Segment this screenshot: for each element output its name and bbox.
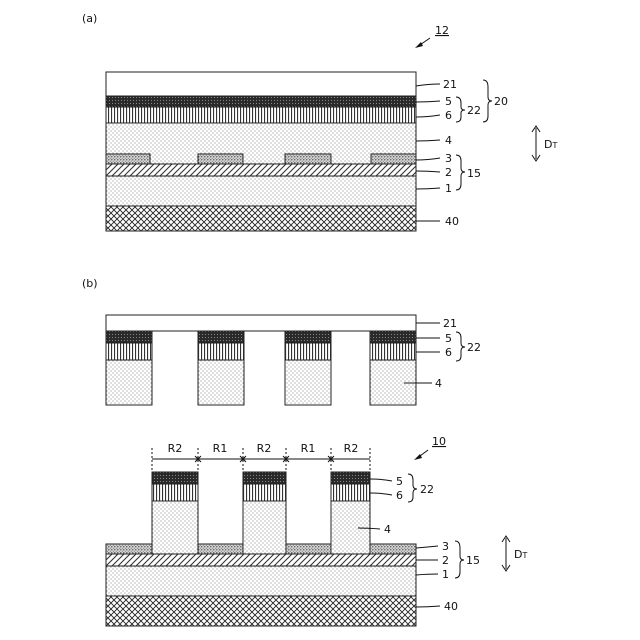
leader-6-a: [416, 115, 440, 117]
region-label-3: R2: [257, 442, 272, 455]
figure-b-top: (b) 21 5 6 4 22: [82, 277, 481, 405]
leader-40-c: [416, 606, 440, 607]
pillar-1-bottom: [152, 472, 198, 554]
pillar-2-top: [198, 331, 244, 405]
label-4-b: 4: [435, 377, 442, 390]
brace-15-a: [456, 155, 465, 190]
layer-2: [106, 164, 416, 176]
label-3-c: 3: [442, 540, 449, 553]
brace-15-c: [455, 541, 464, 578]
label-15-a: 15: [467, 167, 481, 180]
layer-6: [106, 107, 416, 123]
leader-5-a: [416, 101, 440, 102]
label-21-b: 21: [443, 317, 457, 330]
label-5-a: 5: [445, 95, 452, 108]
figure-b-bottom: 10 R2 R1 R2 R1 R2: [106, 435, 527, 626]
layer-3-segment-4: [371, 154, 416, 164]
layer-40: [106, 206, 416, 231]
dimension-main-b: D: [514, 548, 522, 561]
label-1-c: 1: [442, 568, 449, 581]
label-22-b: 22: [467, 341, 481, 354]
label-2-c: 2: [442, 554, 449, 567]
leader-1-a: [416, 188, 440, 189]
leader-6-c: [370, 493, 392, 495]
layer-3-segment-2: [198, 154, 243, 164]
region-label-1: R2: [168, 442, 183, 455]
label-5-b: 5: [445, 332, 452, 345]
layer-1: [106, 176, 416, 206]
leader-3-a: [416, 158, 440, 160]
label-6-a: 6: [445, 109, 452, 122]
label-1-a: 1: [445, 182, 452, 195]
panel-label-a: (a): [82, 12, 97, 25]
layer-21-substrate-b: [106, 315, 416, 331]
dimension-main-a: D: [544, 138, 552, 151]
leader-3-c: [416, 546, 438, 548]
label-4-c: 4: [384, 523, 391, 536]
label-20-a: 20: [494, 95, 508, 108]
layer-40-b: [106, 596, 416, 626]
figure-a: (a) 12 21 5 6 4 3 2 1 40 22: [82, 12, 557, 231]
leader-2-a: [416, 171, 440, 172]
dimension-sub-b: T: [521, 551, 527, 560]
leader-21-a: [416, 84, 440, 86]
pillar-2-bottom: [243, 472, 286, 554]
pillar-3-top: [285, 331, 331, 405]
pillar-3-bottom: [331, 472, 370, 554]
label-2-a: 2: [445, 166, 452, 179]
layer-2-b: [106, 554, 416, 566]
region-label-2: R1: [213, 442, 228, 455]
layer-4: [106, 123, 416, 164]
dimension-label-a: DT: [544, 138, 557, 151]
layer-21-substrate: [106, 72, 416, 96]
thickness-arrow-a: [532, 126, 540, 161]
dimension-sub-a: T: [551, 141, 557, 150]
layer-3-segment-1: [106, 154, 150, 164]
label-22-a: 22: [467, 104, 481, 117]
panel-label-b: (b): [82, 277, 98, 290]
region-label-4: R1: [301, 442, 316, 455]
thickness-arrow-b: [502, 536, 510, 571]
leader-4-a: [416, 140, 440, 141]
label-3-a: 3: [445, 152, 452, 165]
region-label-5: R2: [344, 442, 359, 455]
dimension-label-b: DT: [514, 548, 527, 561]
pillar-1-top: [106, 331, 152, 405]
ref-arrow-12-head: [415, 42, 423, 48]
brace-22-b: [456, 332, 465, 361]
label-22-c: 22: [420, 483, 434, 496]
label-5-c: 5: [396, 475, 403, 488]
leader-1-c: [416, 574, 438, 575]
label-40-c: 40: [444, 600, 458, 613]
label-6-c: 6: [396, 489, 403, 502]
label-21-a: 21: [443, 78, 457, 91]
brace-22-c: [408, 474, 417, 502]
label-15-c: 15: [466, 554, 480, 567]
leader-5-c: [370, 479, 392, 481]
layer-3-segment-3: [285, 154, 331, 164]
layer-1-b: [106, 566, 416, 596]
label-4-a: 4: [445, 134, 452, 147]
pillar-4-top: [370, 331, 416, 405]
label-40-a: 40: [445, 215, 459, 228]
layer-5: [106, 96, 416, 107]
brace-20-a: [483, 80, 492, 122]
label-6-b: 6: [445, 346, 452, 359]
brace-22-a: [456, 97, 465, 122]
ref-number-10: 10: [432, 435, 446, 448]
ref-number-12: 12: [435, 24, 449, 37]
